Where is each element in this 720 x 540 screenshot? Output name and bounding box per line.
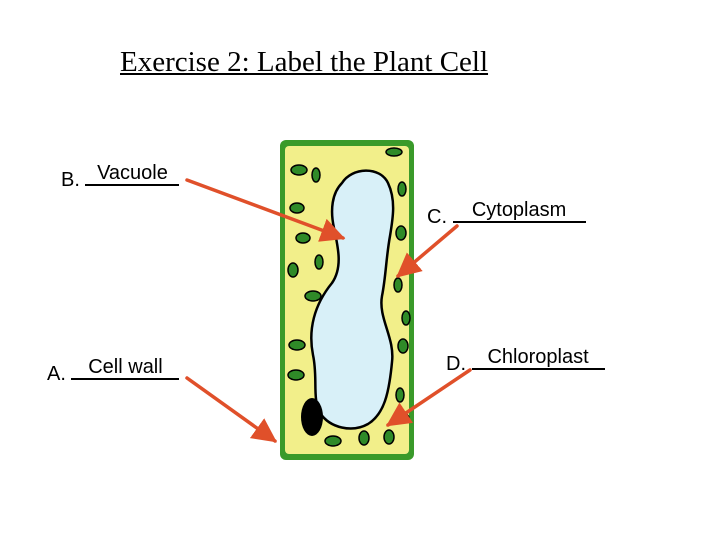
chloroplast (395, 387, 405, 403)
chloroplast (290, 164, 308, 176)
label-b: B. Vacuole (61, 162, 180, 192)
chloroplast (397, 181, 407, 197)
page-title: Exercise 2: Label the Plant Cell (120, 46, 489, 78)
label-b-blank: Vacuole (85, 162, 180, 186)
label-c: C. Cytoplasm (427, 199, 586, 229)
label-a: A. Cell wall (47, 356, 180, 386)
chloroplast (314, 254, 324, 270)
label-d: D. Chloroplast (446, 346, 605, 376)
chloroplast (288, 339, 306, 351)
chloroplast (324, 435, 342, 447)
chloroplast (304, 290, 322, 302)
chloroplast (393, 277, 403, 293)
chloroplast (401, 310, 411, 326)
chloroplast (383, 429, 395, 445)
label-d-answer: Chloroplast (487, 346, 589, 368)
label-d-letter: D. (446, 353, 466, 375)
chloroplast (287, 369, 305, 381)
label-a-blank: Cell wall (71, 356, 180, 380)
chloroplast (311, 167, 321, 183)
chloroplast (385, 147, 403, 157)
label-b-answer: Vacuole (97, 162, 168, 184)
label-c-blank: Cytoplasm (452, 199, 586, 223)
label-b-letter: B. (61, 169, 80, 191)
chloroplast (289, 202, 305, 214)
chloroplast (358, 430, 370, 446)
label-d-blank: Chloroplast (471, 346, 605, 370)
arrow-cell-wall (185, 376, 277, 443)
chloroplasts (287, 147, 411, 447)
nucleus (301, 398, 323, 436)
label-a-answer: Cell wall (88, 356, 163, 378)
label-c-letter: C. (427, 206, 447, 228)
arrow-cytoplasm (396, 224, 459, 278)
label-c-answer: Cytoplasm (471, 199, 567, 221)
label-a-letter: A. (47, 363, 66, 385)
chloroplast (395, 225, 407, 241)
arrow-chloroplast (385, 368, 472, 427)
chloroplast (295, 232, 311, 244)
vacuole (310, 169, 395, 430)
chloroplast (287, 262, 299, 278)
arrow-vacuole (185, 178, 346, 242)
chloroplast (397, 338, 409, 354)
